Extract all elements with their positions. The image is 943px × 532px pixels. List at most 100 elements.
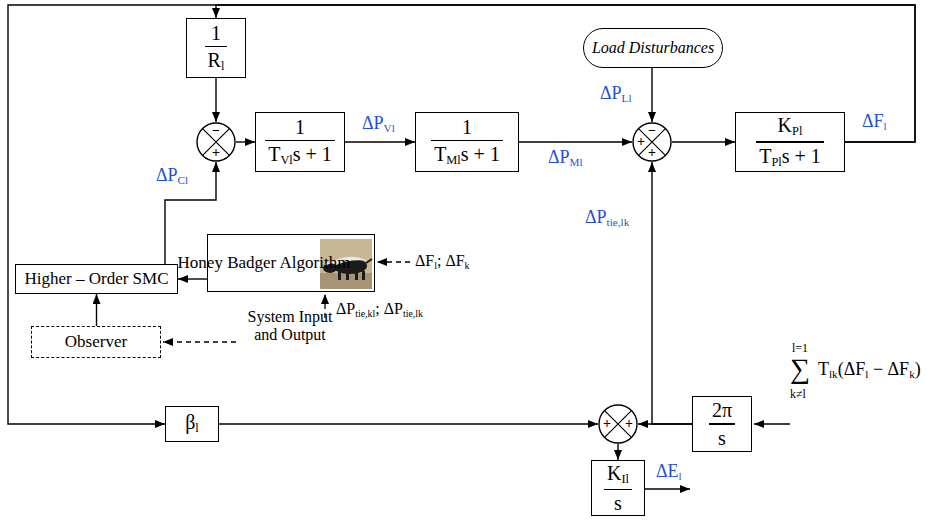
text-run: ΔE [656, 461, 679, 481]
badger-leg [362, 271, 365, 280]
input-label: ΔFl; ΔFk [415, 252, 470, 272]
numerator: KPl [778, 114, 803, 139]
sign: + [648, 146, 656, 160]
subscript: tie,kl [355, 308, 375, 319]
signal-label: ΔPVl [362, 114, 395, 134]
text-run: 1 [462, 116, 472, 138]
text-run: − [212, 123, 220, 138]
signal-arrow [652, 162, 692, 424]
text-run: k≠l [790, 387, 806, 401]
text-run: ΔP [336, 300, 355, 317]
transfer-function-box: 1Rl [186, 18, 246, 78]
fraction-bar [756, 141, 824, 142]
subscript: Pl [792, 125, 802, 139]
output-arrow [645, 488, 690, 489]
signal-arrow [216, 5, 915, 142]
fraction-bar [431, 140, 503, 141]
subscript: l [884, 120, 887, 132]
text-run: K [607, 462, 621, 484]
connector-layer [8, 5, 915, 460]
dashed-input-arrow [377, 261, 410, 262]
text-run: s [614, 492, 622, 514]
signal-arrow [215, 78, 216, 122]
denominator: s [614, 492, 622, 514]
input-label: System Input and Output [240, 308, 340, 343]
input-arrow [754, 423, 790, 424]
text-run: R [208, 49, 221, 71]
text-run: 2π [712, 399, 732, 421]
numerator: 1 [462, 116, 472, 138]
text-run: s + 1 [461, 143, 500, 165]
text-run: + [648, 145, 656, 160]
formula-text: Tlk(ΔFl − ΔFk) [818, 360, 921, 380]
subscript: Ml [446, 154, 460, 168]
signal-label: ΔEl [656, 462, 682, 482]
text-run: ; ΔF [437, 252, 465, 269]
subscript: k [465, 260, 470, 271]
text-run: Load Disturbances [592, 39, 714, 56]
signal-arrow [96, 294, 97, 326]
text-run: + [212, 145, 220, 160]
text-run: s + 1 [293, 143, 332, 165]
text-run: l=1 [792, 341, 808, 355]
denominator: TVls + 1 [268, 143, 332, 168]
text-run: ΔP [156, 165, 178, 185]
dashed-input-arrow [163, 341, 236, 342]
text-run: + [625, 416, 633, 431]
formula-text: ∑ [790, 354, 810, 385]
text-run: s + 1 [782, 145, 821, 167]
text-run: Higher – Order SMC [24, 269, 168, 288]
text-run: T [268, 143, 280, 165]
sign: − [648, 124, 656, 138]
text-run: Honey Badger Algorithm [178, 253, 351, 272]
subscript: Il [621, 472, 629, 486]
numerator: KIl [607, 462, 629, 487]
junction-circle [599, 405, 637, 443]
sign: − [212, 124, 220, 138]
signal-arrow [219, 423, 598, 424]
text-run: T [818, 359, 829, 379]
box-text: Load Disturbances [592, 39, 714, 57]
text-run: s [718, 427, 726, 449]
text-run: ΔP [548, 147, 570, 167]
junction-circle [633, 123, 671, 161]
summing-junction: −+ [196, 122, 236, 162]
signal-arrow [519, 141, 632, 142]
text-run: ; ΔP [375, 300, 403, 317]
denominator: TPls + 1 [759, 145, 821, 170]
text-run: ΔP [362, 113, 384, 133]
observer-box: Observer [31, 326, 161, 358]
numerator: 2π [712, 399, 732, 421]
denominator: Rl [208, 49, 225, 74]
transfer-function-box: 1TMls + 1 [415, 112, 519, 172]
summing-junction: ++ [598, 404, 638, 444]
subscript: l [865, 368, 868, 380]
text-run: T [759, 145, 771, 167]
numerator: 1 [211, 22, 221, 44]
fraction-bar [265, 140, 335, 141]
box-text: Honey Badger Algorithm [178, 254, 351, 273]
signal-arrow [672, 141, 735, 142]
signal-label: ΔPLl [600, 84, 632, 104]
process-box: Higher – Order SMC [15, 264, 178, 294]
text-run: ΔP [585, 207, 607, 227]
text-run: K [778, 114, 792, 136]
subscript: Cl [178, 174, 189, 186]
badger-leg [346, 272, 349, 280]
process-box: βl [165, 406, 219, 442]
box-text: βl [185, 411, 199, 436]
signal-label: ΔPCl [156, 166, 188, 186]
subscript: Vl [384, 122, 395, 134]
transfer-function-box: 1TVls + 1 [255, 112, 345, 172]
signal-label: ΔPMl [548, 148, 583, 168]
junction-circle [197, 123, 235, 161]
transfer-function-box: KPlTPls + 1 [735, 112, 845, 172]
disturbance-box: Load Disturbances [583, 28, 723, 68]
text-run: ΔP [600, 83, 622, 103]
badger-tail [366, 259, 372, 263]
sign: + [212, 146, 220, 160]
optimizer-box: Honey Badger Algorithm [207, 234, 375, 292]
